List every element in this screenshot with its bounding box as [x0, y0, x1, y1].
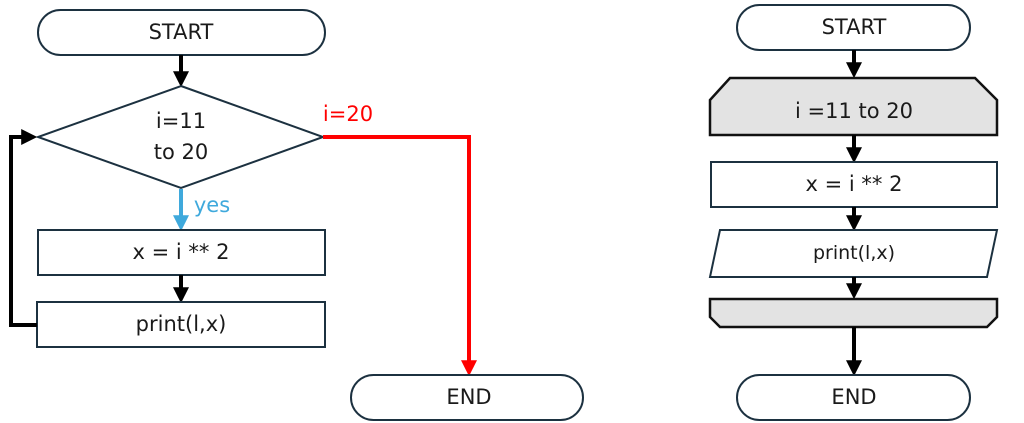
end-terminal: END	[736, 374, 971, 421]
loop-start-hexagon: i =11 to 20	[708, 76, 999, 137]
output-box: print(l,x)	[36, 301, 326, 348]
end-label: END	[446, 385, 491, 409]
condition-label-line1: i=11	[156, 109, 206, 133]
left-flowchart: START i=11 to 20 yes i=20 x = i ** 2 pri…	[9, 9, 584, 421]
loop-back-arrow	[9, 129, 38, 327]
yes-label: yes	[194, 193, 230, 217]
loop-start-label: i =11 to 20	[795, 99, 913, 123]
loop-end-shape	[708, 297, 999, 329]
end-terminal: END	[350, 374, 584, 421]
output-label: print(l,x)	[813, 242, 895, 264]
start-terminal: START	[37, 9, 326, 56]
output-parallelogram: print(l,x)	[708, 229, 999, 278]
condition-label-line2: to 20	[154, 140, 208, 164]
arrow-exit	[323, 135, 477, 377]
process-label: x = i ** 2	[133, 240, 230, 264]
start-terminal: START	[736, 4, 971, 51]
right-flowchart: START i =11 to 20 x = i ** 2 print(l,x) …	[708, 4, 999, 421]
exit-label: i=20	[323, 102, 373, 126]
process-label: x = i ** 2	[806, 172, 903, 196]
start-label: START	[822, 15, 887, 39]
end-label: END	[831, 385, 876, 409]
condition-diamond: i=11 to 20	[35, 84, 326, 190]
process-box: x = i ** 2	[710, 161, 998, 208]
start-label: START	[149, 20, 214, 44]
process-box: x = i ** 2	[37, 229, 326, 276]
output-label: print(l,x)	[136, 312, 227, 336]
